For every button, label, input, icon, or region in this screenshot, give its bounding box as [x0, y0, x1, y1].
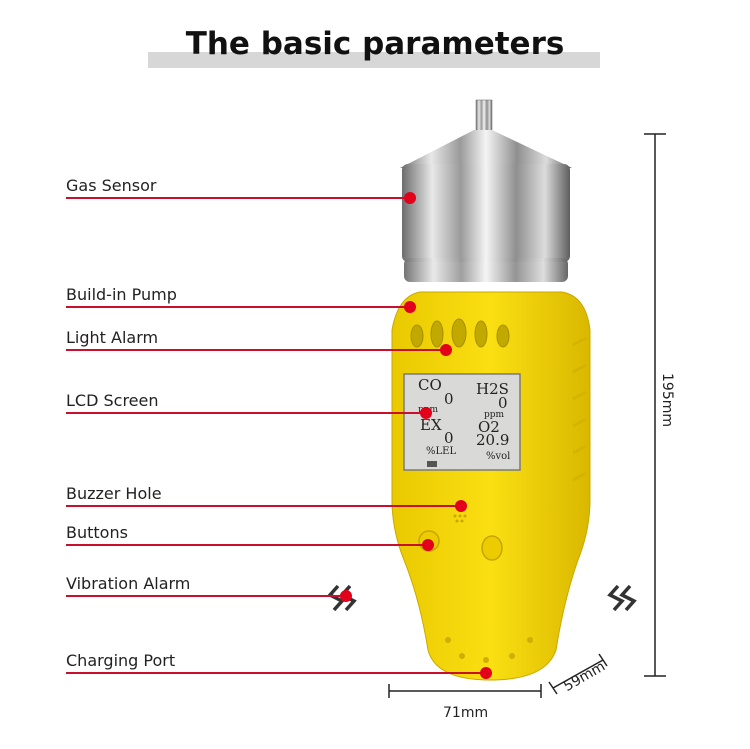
height-dimension-line — [644, 133, 666, 677]
lcd-o2-label: O2 — [478, 418, 500, 436]
sensor-ring — [404, 258, 568, 282]
lcd-battery-icon — [427, 461, 437, 467]
width-dimension-label: 71mm — [443, 705, 489, 721]
label-vibration-alarm: Vibration Alarm — [66, 574, 191, 593]
label-light-alarm: Light Alarm — [66, 328, 159, 347]
buzzer-hole-pattern — [453, 514, 467, 523]
label-buzzer-hole: Buzzer Hole — [66, 484, 162, 503]
leader-buttons — [66, 544, 428, 546]
lcd-ex-unit: %LEL — [426, 446, 457, 457]
marker-lcd-screen — [420, 407, 432, 419]
marker-gas-sensor — [404, 192, 416, 204]
marker-buttons — [422, 539, 434, 551]
leader-vibration-alarm — [66, 595, 346, 597]
marker-vibration-alarm — [340, 590, 352, 602]
marker-light-alarm — [440, 344, 452, 356]
sensor-cone — [400, 130, 572, 168]
leader-charging-port — [66, 672, 490, 674]
lcd-ex-value: 0 — [444, 429, 454, 447]
lcd-h2s-unit: ppm — [484, 410, 505, 420]
height-dimension-label: 195mm — [659, 373, 675, 427]
sensor-cylinder — [402, 164, 570, 262]
lcd-h2s-label: H2S — [476, 380, 509, 398]
label-lcd-screen: LCD Screen — [66, 391, 159, 410]
grip-ridges — [572, 336, 587, 482]
title-underline-bar — [148, 52, 600, 68]
lcd-frame — [403, 373, 521, 471]
lcd-co-label: CO — [418, 376, 442, 394]
label-charging-port: Charging Port — [66, 651, 176, 670]
marker-build-in-pump — [404, 301, 416, 313]
marker-charging-port — [480, 667, 492, 679]
lcd-o2-value: 20.9 — [476, 431, 510, 449]
lcd-co-value: 0 — [444, 390, 454, 408]
width-dimension-line — [388, 684, 542, 698]
light-alarm-leds — [410, 318, 510, 348]
vibration-icon-right — [607, 584, 637, 612]
right-button — [481, 535, 503, 561]
page-title: The basic parameters — [185, 26, 565, 62]
leader-light-alarm — [66, 349, 446, 351]
lcd-screen: CO 0 ppm H2S 0 ppm EX 0 %LEL O2 20.9 %vo… — [406, 376, 518, 468]
leader-lcd-screen — [66, 412, 426, 414]
charging-port-pattern — [445, 637, 533, 663]
lcd-o2-unit: %vol — [486, 451, 511, 462]
leader-gas-sensor — [66, 197, 410, 199]
leader-build-in-pump — [66, 306, 410, 308]
leader-buzzer-hole — [66, 505, 461, 507]
label-gas-sensor: Gas Sensor — [66, 176, 157, 195]
label-build-in-pump: Build-in Pump — [66, 285, 177, 304]
sensor-nozzle — [475, 99, 493, 135]
lcd-h2s-value: 0 — [498, 394, 508, 412]
label-buttons: Buttons — [66, 523, 128, 542]
lcd-ex-label: EX — [420, 416, 442, 434]
depth-dimension-line — [548, 653, 608, 695]
marker-buzzer-hole — [455, 500, 467, 512]
